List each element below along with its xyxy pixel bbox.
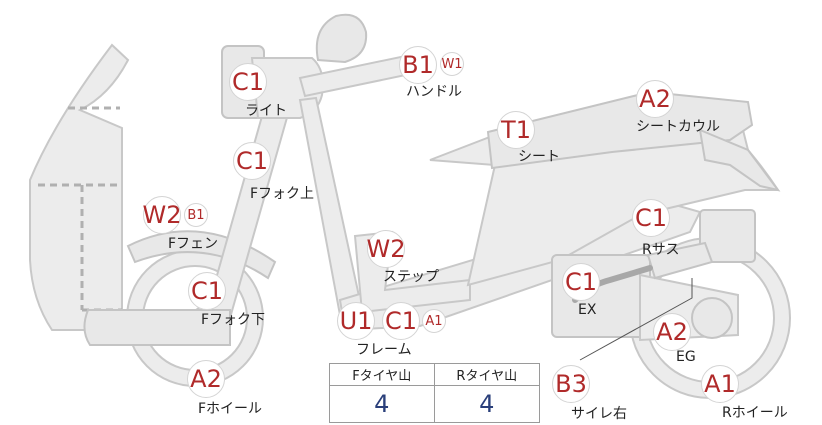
badge-frame-a1: A1	[422, 309, 446, 333]
label-light: ライト	[245, 103, 287, 119]
muffler-leader-line	[579, 278, 693, 361]
badge-rwheel-a1: A1	[701, 365, 739, 403]
cowl-dash-lines	[38, 106, 122, 312]
badge-muffler-b3: B3	[552, 365, 590, 403]
badge-fwheel-a2: A2	[187, 360, 225, 398]
badge-ffender-b1: B1	[184, 203, 208, 227]
rear-hub	[691, 297, 733, 339]
rear-shock	[646, 241, 714, 280]
badge-seat-t1: T1	[497, 111, 535, 149]
label-frame: フレーム	[356, 342, 412, 358]
rear-suspension	[699, 209, 756, 263]
label-eg: EG	[676, 349, 696, 365]
label-seat: シート	[518, 149, 560, 165]
badge-seatcowl-a2: A2	[636, 80, 674, 118]
label-ffork-upper: Fフォク上	[250, 186, 315, 202]
front-tread-value: 4	[330, 386, 435, 422]
badge-step-w2: W2	[367, 230, 406, 268]
front-axle-mount	[83, 309, 231, 346]
rear-tread-value: 4	[479, 390, 495, 418]
badge-ffork-upper-c1: C1	[233, 142, 271, 180]
badge-ffork-lower-c1: C1	[188, 272, 226, 310]
label-ffork-lower: Fフォク下	[201, 312, 266, 328]
label-muffler-right: サイレ右	[571, 406, 627, 422]
label-seat-cowl: シートカウル	[636, 119, 720, 135]
label-rsus: Rサス	[642, 242, 680, 258]
label-step: ステップ	[383, 269, 439, 285]
mirror	[315, 13, 368, 64]
label-rwheel: Rホイール	[722, 405, 788, 421]
tail-cowl	[698, 128, 781, 192]
badge-eg-a2: A2	[653, 313, 691, 351]
frame-down-tube	[298, 96, 364, 317]
label-ex: EX	[578, 302, 597, 318]
label-handle: ハンドル	[406, 84, 462, 100]
badge-handle-w1: W1	[440, 52, 464, 76]
badge-ffender-w2: W2	[143, 196, 182, 234]
badge-light-c1: C1	[229, 63, 267, 101]
front-tread-header: Fタイヤ山	[330, 364, 435, 386]
tire-tread-table: Fタイヤ山 Rタイヤ山 4 4	[329, 363, 540, 423]
badge-ex-c1: C1	[562, 263, 600, 301]
front-cowl	[29, 43, 130, 331]
badge-rsus-c1: C1	[632, 199, 670, 237]
rear-tread-header: Rタイヤ山	[434, 364, 539, 386]
label-fwheel: Fホイール	[198, 401, 263, 417]
label-ffender: Fフェン	[168, 236, 219, 252]
badge-frame-c1: C1	[382, 302, 420, 340]
badge-handle-b1: B1	[399, 46, 437, 84]
badge-frame-u1: U1	[337, 302, 375, 340]
